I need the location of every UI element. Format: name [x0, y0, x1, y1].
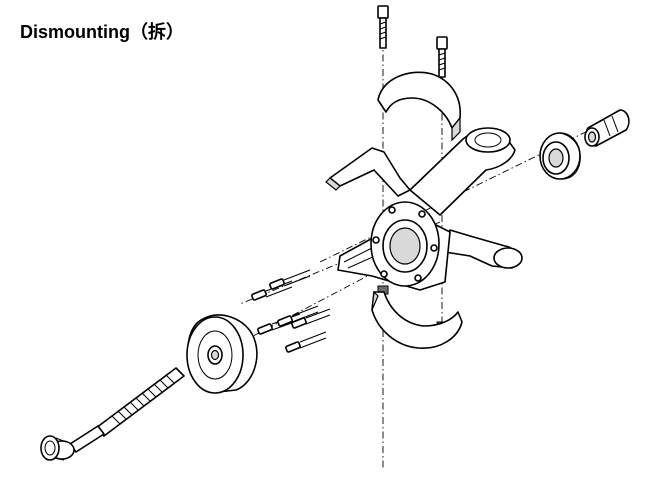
page-title: Dismounting（拆） [20, 22, 184, 42]
upper-bolt-left [377, 5, 389, 49]
nut-sleeve [584, 109, 630, 147]
stud-pins [251, 269, 331, 353]
upper-half-clamp [377, 71, 461, 142]
lower-half-clamp [371, 285, 463, 349]
stud-pin [285, 331, 327, 353]
threaded-spindle [69, 367, 185, 453]
spindle-nut [40, 435, 75, 461]
stud-pin [291, 308, 331, 329]
pressure-cup [186, 314, 258, 394]
upper-bolt-right [436, 36, 448, 78]
bearing [539, 132, 581, 180]
stud-pin [269, 269, 311, 290]
hub-flange [370, 201, 440, 287]
